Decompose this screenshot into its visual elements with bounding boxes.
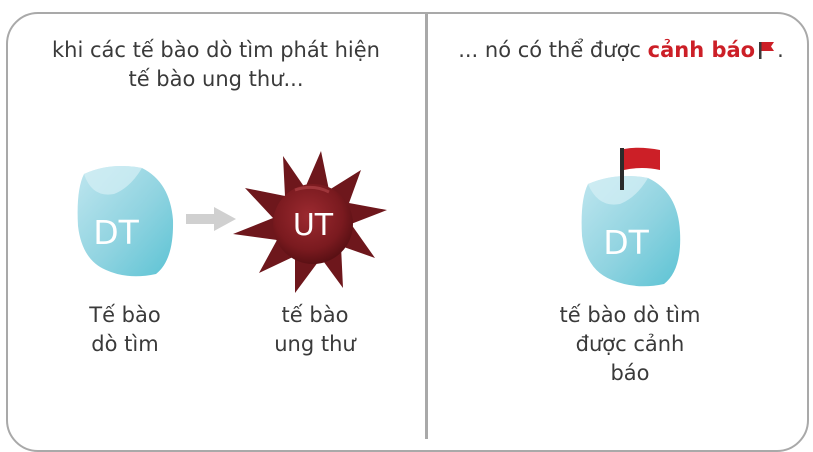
cancer-cell-text: UT — [293, 208, 334, 243]
right-arrow-icon — [186, 207, 236, 231]
seeker-cell-label: Tế bào dò tìm — [60, 301, 190, 359]
left-caption-line2: tế bào ung thư... — [128, 67, 304, 91]
cancer-cell: UT — [233, 151, 387, 293]
seeker-label-line2: dò tìm — [91, 332, 159, 356]
cancer-cell-label: tế bào ung thư — [240, 301, 390, 359]
right-caption: ... nó có thể được cảnh báo. — [436, 36, 806, 65]
alerted-label-line1: tế bào dò tìm — [559, 303, 701, 327]
right-caption-suffix: . — [777, 38, 784, 62]
left-caption-line1: khi các tế bào dò tìm phát hiện — [51, 38, 380, 62]
seeker-cell-text: DT — [93, 213, 139, 252]
left-caption: khi các tế bào dò tìm phát hiện tế bào u… — [20, 36, 412, 94]
alerted-label-line2: được cảnh — [575, 332, 685, 356]
cancer-label-line1: tế bào — [281, 303, 349, 327]
seeker-label-line1: Tế bào — [89, 303, 161, 327]
alerted-cell-label: tế bào dò tìm được cảnh báo — [540, 301, 720, 388]
alerted-cell-text: DT — [603, 223, 649, 262]
panel-divider — [425, 12, 428, 439]
seeker-cell: DT — [77, 166, 174, 277]
alerted-seeker-cell: DT — [581, 147, 681, 287]
small-flag-icon — [759, 42, 775, 59]
right-caption-prefix: ... nó có thể được — [458, 38, 648, 62]
alerted-label-line3: báo — [610, 361, 650, 385]
red-flag-icon — [620, 147, 660, 190]
warning-word: cảnh báo — [647, 38, 756, 62]
cancer-label-line2: ung thư — [274, 332, 356, 356]
